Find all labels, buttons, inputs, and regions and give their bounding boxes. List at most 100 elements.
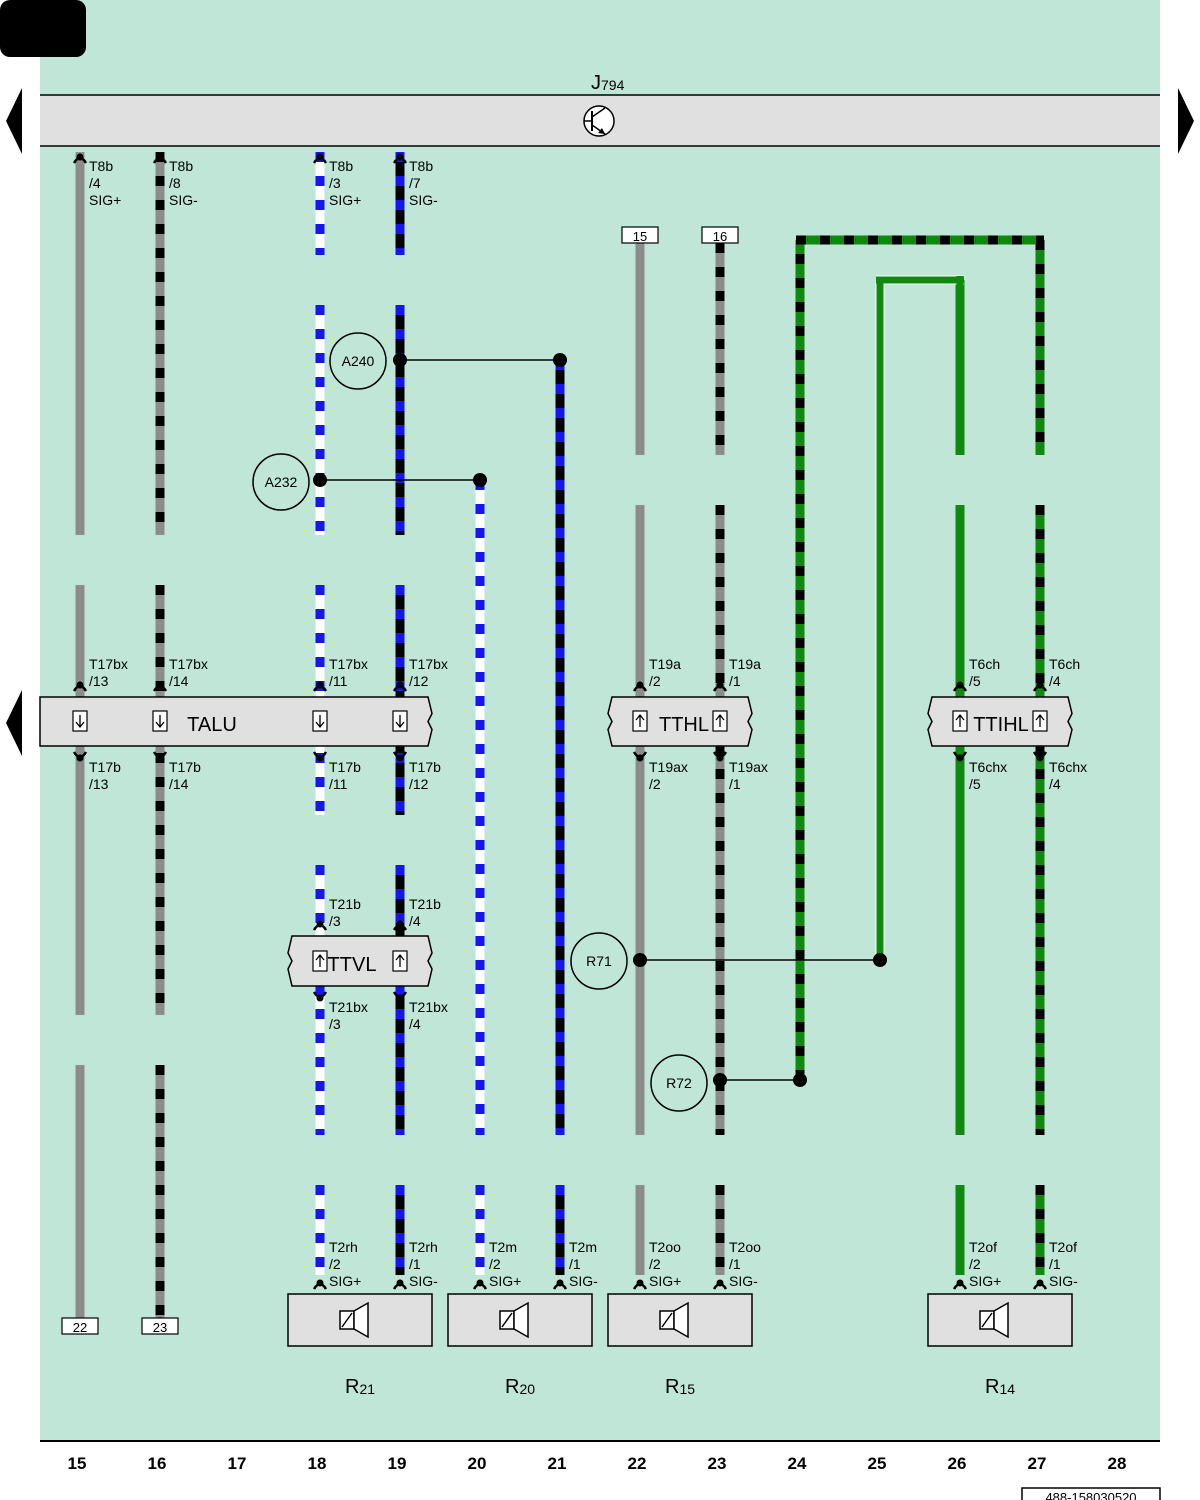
pin-label: /4: [1049, 673, 1061, 689]
grid-number: 26: [948, 1454, 967, 1473]
pin-contact: [76, 681, 84, 689]
pin-label: SIG+: [649, 1273, 681, 1289]
pin-label: T17bx: [89, 656, 128, 672]
splice-dot: [873, 953, 887, 967]
pin-label: /1: [729, 673, 741, 689]
splice-label: A240: [342, 353, 375, 369]
pin-label: T2of: [1049, 1239, 1077, 1255]
pin-label: T6ch: [1049, 656, 1080, 672]
pin-contact: [396, 994, 404, 1002]
pin-contact: [396, 1279, 404, 1287]
pin-label: SIG+: [329, 1273, 361, 1289]
connector-label: TTHL: [659, 714, 709, 736]
pin-arrow-icon: [395, 953, 405, 967]
grid-number: 25: [868, 1454, 887, 1473]
pin-contact: [76, 754, 84, 762]
pin-arrow-icon: [75, 715, 85, 729]
pin-label: /1: [409, 1256, 421, 1272]
pin-contact: [396, 681, 404, 689]
speaker-cone: [993, 1301, 1009, 1339]
terminal-box: [621, 226, 659, 244]
pin-label: /11: [329, 673, 348, 689]
pin-label: SIG-: [1049, 1273, 1078, 1289]
pin-label: T8b: [329, 158, 353, 174]
pin-label: SIG+: [89, 192, 121, 208]
splice-a240: A240: [329, 332, 387, 390]
pin-contact: [316, 994, 324, 1002]
splice-label: A232: [265, 474, 298, 490]
prev-connector-arrow-icon[interactable]: [6, 690, 22, 756]
connector-label: TALU: [187, 714, 237, 736]
grid-number: 18: [308, 1454, 327, 1473]
speaker-sub: 20: [519, 1381, 535, 1397]
pin-label: /12: [409, 776, 429, 792]
terminal-label: 22: [73, 1320, 87, 1335]
grid-number: 24: [788, 1454, 807, 1473]
pin-contact: [156, 754, 164, 762]
pin-label: T8b: [89, 158, 113, 174]
pin-contact: [956, 754, 964, 762]
pin-label: T6chx: [1049, 759, 1087, 775]
splice-dot: [553, 353, 567, 367]
pin-contact: [956, 1279, 964, 1287]
grid-number: 16: [148, 1454, 167, 1473]
splice-dot: [793, 1073, 807, 1087]
pin-label: /14: [169, 776, 189, 792]
speaker-icon: [499, 1301, 529, 1339]
speaker-body: [607, 1293, 753, 1347]
splice-dot: [393, 353, 407, 367]
pin-label: T2of: [969, 1239, 997, 1255]
pin-contact: [1036, 1279, 1044, 1287]
pin-label: T17b: [169, 759, 201, 775]
connector-body: [287, 935, 433, 987]
pin-label: T8b: [169, 158, 193, 174]
splice-circle: [570, 932, 628, 990]
label-layer: A240A232R71R72T8b/4SIG+T8b/8SIG-T8b/3SIG…: [39, 153, 1087, 1398]
splice-r71: R71: [570, 932, 628, 990]
pin-label: /3: [329, 913, 341, 929]
speaker-label: R21: [345, 1376, 375, 1398]
speaker-id: R: [345, 1376, 359, 1398]
pin-label: T21bx: [329, 999, 368, 1015]
pin-contact: [316, 920, 324, 928]
speaker-icon: [979, 1301, 1009, 1339]
pin-label: /2: [969, 1256, 981, 1272]
pin-label: /4: [89, 175, 101, 191]
pin-contact: [316, 153, 324, 161]
pin-label: SIG-: [569, 1273, 598, 1289]
terminal-label: 23: [153, 1320, 167, 1335]
connector-label: TTIHL: [973, 714, 1029, 736]
splice-r72: R72: [650, 1054, 708, 1112]
pin-label: /11: [329, 776, 348, 792]
pin-label: /4: [409, 1016, 421, 1032]
pin-label: /2: [489, 1256, 501, 1272]
pin-contact: [1036, 681, 1044, 689]
pin-label: /12: [409, 673, 429, 689]
speaker-id: R: [985, 1376, 999, 1398]
next-page-arrow-icon[interactable]: [1178, 88, 1194, 154]
module-label-sub: 794: [601, 77, 625, 93]
speaker-id: R: [665, 1376, 679, 1398]
pin-label: /4: [409, 913, 421, 929]
svg-text:J794: J794: [591, 72, 625, 94]
pin-label: T17b: [329, 759, 361, 775]
grid-number: 15: [68, 1454, 87, 1473]
speaker-slash: [501, 1312, 513, 1328]
splice-dot: [633, 953, 647, 967]
pin-label: SIG-: [169, 192, 198, 208]
pin-contact: [636, 1279, 644, 1287]
pin-contact: [396, 153, 404, 161]
pin-label: T19a: [649, 656, 681, 672]
pin-contact: [316, 1279, 324, 1287]
grid-number: 22: [628, 1454, 647, 1473]
pin-contact: [316, 754, 324, 762]
pin-contact: [316, 681, 324, 689]
speaker-label: R20: [505, 1376, 535, 1398]
speaker-cone: [353, 1301, 369, 1339]
pin-label: T21b: [329, 896, 361, 912]
prev-page-arrow-icon[interactable]: [6, 88, 22, 154]
speaker-cone: [673, 1301, 689, 1339]
pin-label: /4: [1049, 776, 1061, 792]
connector-body: [607, 696, 753, 747]
page-tab: [0, 0, 86, 57]
